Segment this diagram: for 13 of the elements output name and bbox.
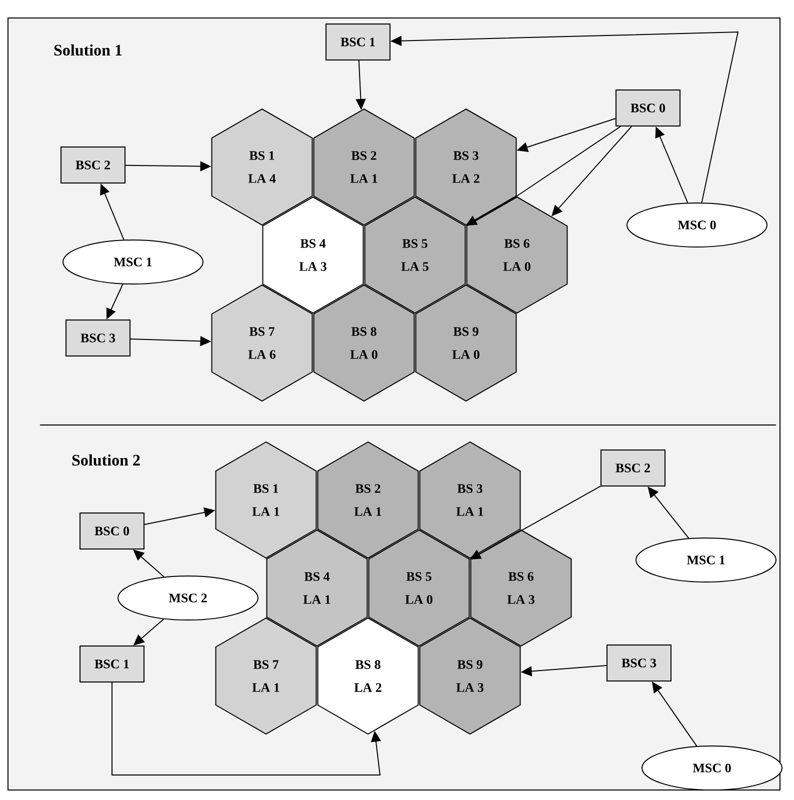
bsc-box: BSC 2 (600, 450, 666, 486)
bsc-box: BSC 3 (66, 320, 130, 356)
bsc-box: BSC 1 (80, 646, 144, 682)
bsc-box: BSC 3 (606, 644, 672, 682)
panel-title: Solution 1 (54, 44, 122, 56)
arrow (133, 550, 164, 578)
node-label: MSC 0 (692, 764, 731, 772)
panel-title: Solution 2 (72, 454, 140, 466)
bsc-box: BSC 1 (326, 24, 390, 60)
arrow (648, 486, 690, 539)
bsc-box: BSC 2 (60, 146, 126, 184)
bsc-box: BSC 0 (616, 90, 680, 126)
bsc-box: BSC 0 (80, 512, 144, 550)
